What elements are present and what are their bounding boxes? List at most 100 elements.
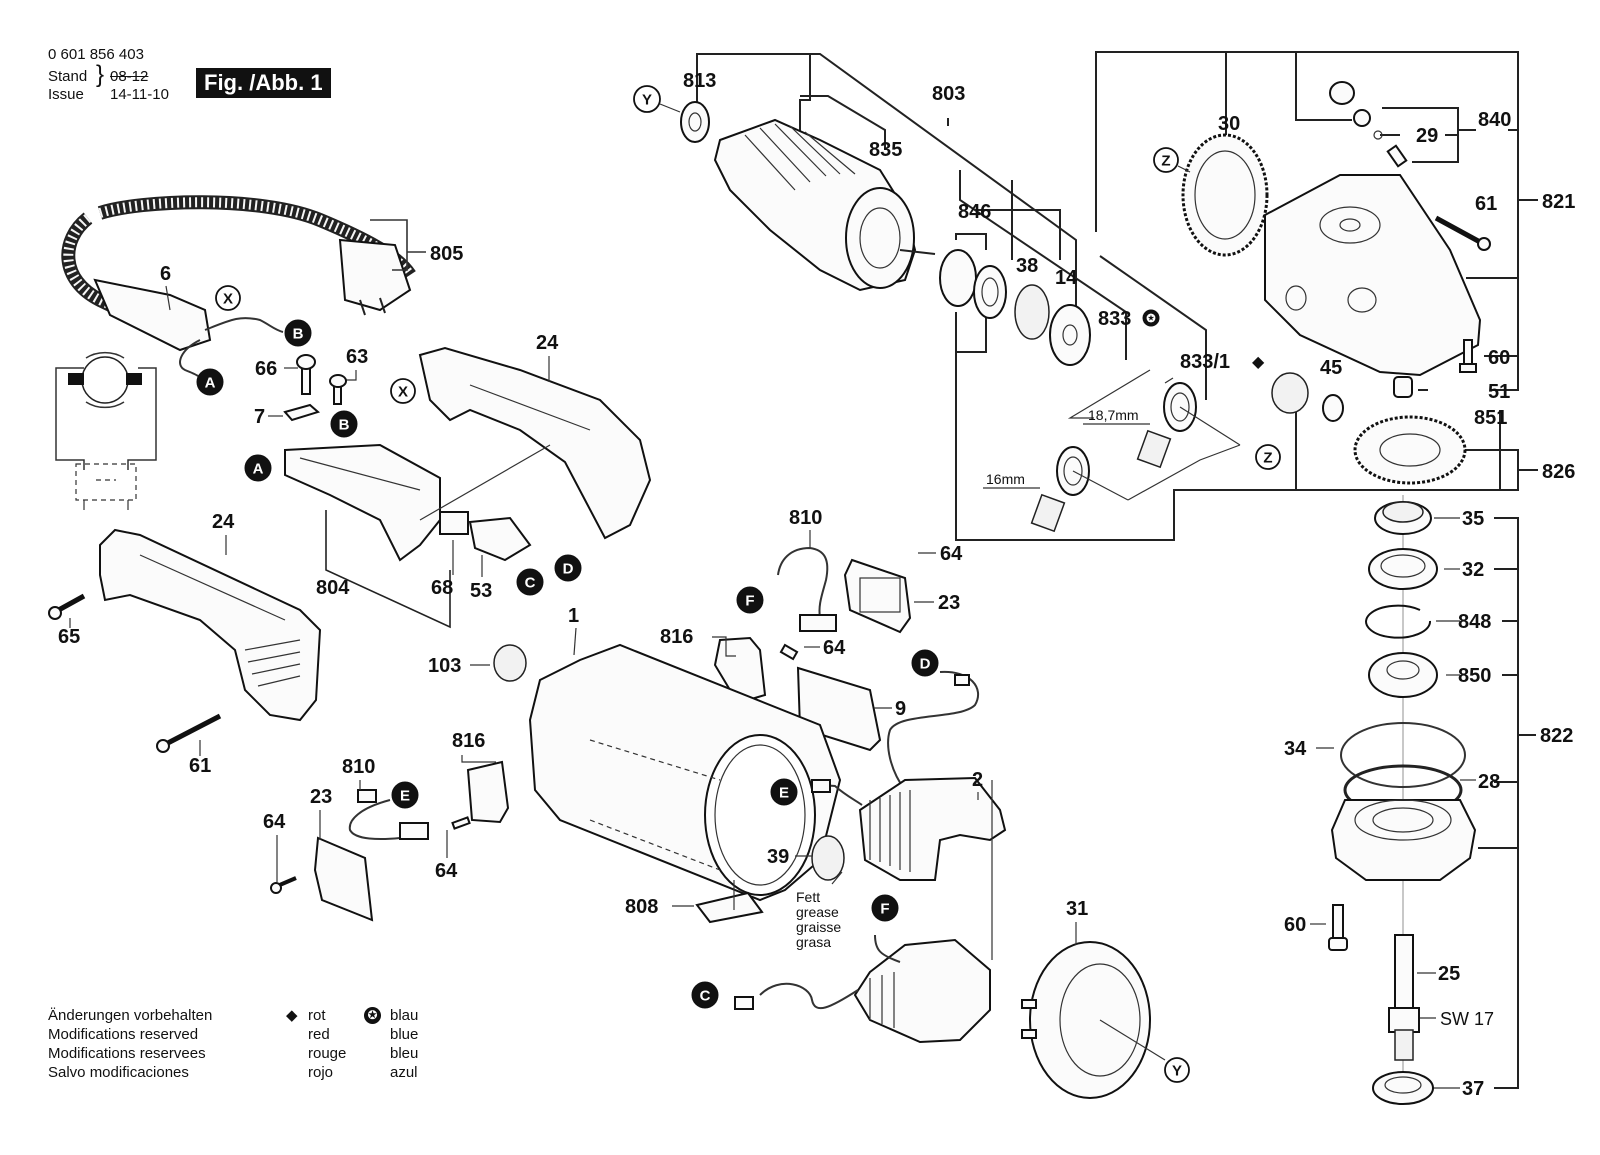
figure-label: Fig. /Abb. 1: [196, 68, 331, 98]
connector-b-switch-label: B: [339, 417, 350, 434]
field-coil-parts: [734, 776, 1007, 1044]
blue-fr: bleu: [390, 1045, 419, 1062]
part-label-66: 66: [255, 358, 277, 380]
connector-e-lower-label: E: [400, 788, 410, 805]
part-label-64-top: 64: [940, 543, 963, 565]
part-label-32: 32: [1462, 559, 1484, 581]
part-label-816-lower: 816: [452, 730, 485, 752]
brush-top-parts: [713, 547, 912, 752]
end-shield-part: [1021, 941, 1166, 1099]
red-en: red: [308, 1026, 330, 1043]
part-label-14: 14: [1055, 267, 1078, 289]
part-label-53: 53: [470, 580, 492, 602]
connector-e-coil: [770, 778, 798, 806]
blue-color-legend: blau blue bleu azul: [390, 1006, 418, 1082]
modifications-es: Salvo modificaciones: [48, 1064, 189, 1081]
switch-parts: [283, 354, 532, 562]
part-label-24-lower: 24: [212, 511, 235, 533]
dimension-16mm: 16mm: [986, 471, 1025, 487]
modifications-en: Modifications reserved: [48, 1026, 199, 1043]
connector-b-switch: [330, 410, 358, 438]
part-label-45: 45: [1320, 357, 1342, 379]
connector-c-switch-label: C: [525, 575, 536, 592]
star-legend-icon: ✪: [364, 1007, 381, 1024]
grease-note-es: grasa: [796, 934, 831, 950]
part-label-39: 39: [767, 846, 789, 868]
brush-holder-parts: [1030, 369, 1241, 533]
gear-housing-parts: [1181, 81, 1491, 485]
connector-x-cord-label: X: [223, 291, 233, 308]
connector-b-cord: [284, 319, 312, 347]
connector-f-top: [736, 586, 764, 614]
brush-lower-parts: [270, 760, 510, 922]
connector-c-coil: [691, 981, 719, 1009]
part-label-64-left: 64: [263, 811, 286, 833]
part-label-23-top: 23: [938, 592, 960, 614]
part-label-851: 851: [1474, 407, 1507, 429]
part-label-840: 840: [1478, 109, 1511, 131]
connector-y-top: [633, 85, 661, 113]
connector-y-bottom: [1164, 1057, 1190, 1083]
modifications-legend: Änderungen vorbehalten Modifications res…: [48, 1006, 212, 1082]
connector-y-top-label: Y: [642, 92, 652, 109]
part-label-848: 848: [1458, 611, 1491, 633]
connector-c-coil-label: C: [700, 988, 711, 1005]
part-label-38: 38: [1016, 255, 1038, 277]
grease-note-de: Fett: [796, 889, 820, 905]
part-label-822: 822: [1540, 725, 1573, 747]
connector-e-lower: [391, 781, 419, 809]
wrench-size-label: SW 17: [1440, 1009, 1494, 1029]
part-label-61-lower: 61: [189, 755, 211, 777]
modifications-fr: Modifications reservees: [48, 1045, 206, 1062]
part-label-25: 25: [1438, 963, 1460, 985]
armature-part: [680, 101, 936, 292]
bracket-lines-821: [1095, 51, 1538, 491]
red-color-legend: rot red rouge rojo: [308, 1006, 346, 1082]
spindle-parts: [1328, 501, 1477, 1105]
connector-z-top: [1153, 147, 1179, 173]
red-de: rot: [308, 1007, 326, 1024]
bracket-lines-803: [696, 53, 1501, 541]
handle-half-lower-part: [48, 528, 322, 753]
connector-a-switch: [244, 454, 272, 482]
bearing-39-part: [811, 835, 845, 881]
connector-y-bottom-label: Y: [1172, 1063, 1182, 1080]
part-number: 0 601 856 403: [48, 46, 144, 63]
connector-d-switch: [554, 554, 582, 582]
connector-x-handle-label: X: [398, 384, 408, 401]
grease-note-fr: graisse: [796, 919, 841, 935]
connector-x-handle: [390, 378, 416, 404]
motor-housing-part: [493, 643, 842, 902]
modifications-de: Änderungen vorbehalten: [48, 1007, 213, 1024]
part-label-29: 29: [1416, 125, 1438, 147]
part-label-1: 1: [568, 605, 579, 627]
part-label-64-mid: 64: [823, 637, 846, 659]
part-label-6: 6: [160, 263, 171, 285]
part-label-37: 37: [1462, 1078, 1484, 1100]
part-label-850: 850: [1458, 665, 1491, 687]
connector-z-right: [1255, 444, 1281, 470]
connector-d-housing: [911, 649, 939, 677]
washer-part: [973, 265, 1007, 319]
connector-b-cord-label: B: [293, 326, 304, 343]
part-label-804: 804: [316, 577, 350, 599]
wiring-schematic: [55, 351, 157, 510]
connector-a-cord-label: A: [205, 375, 216, 392]
part-label-30: 30: [1218, 113, 1240, 135]
connector-z-top-label: Z: [1161, 153, 1170, 170]
connector-a-switch-label: A: [253, 461, 264, 478]
part-label-805: 805: [430, 243, 463, 265]
part-label-60-bottom: 60: [1284, 914, 1306, 936]
red-fr: rouge: [308, 1045, 347, 1062]
part-label-816-top: 816: [660, 626, 693, 648]
connector-z-right-label: Z: [1263, 450, 1272, 467]
part-label-60-top: 60: [1488, 347, 1510, 369]
part-label-833: 833: [1098, 308, 1131, 330]
part-label-28: 28: [1478, 771, 1500, 793]
star-blue-icon: [1142, 309, 1160, 327]
diamond-legend-icon: ◆: [286, 1007, 298, 1024]
part-label-51: 51: [1488, 381, 1510, 403]
part-label-833-1: 833/1: [1180, 351, 1230, 373]
